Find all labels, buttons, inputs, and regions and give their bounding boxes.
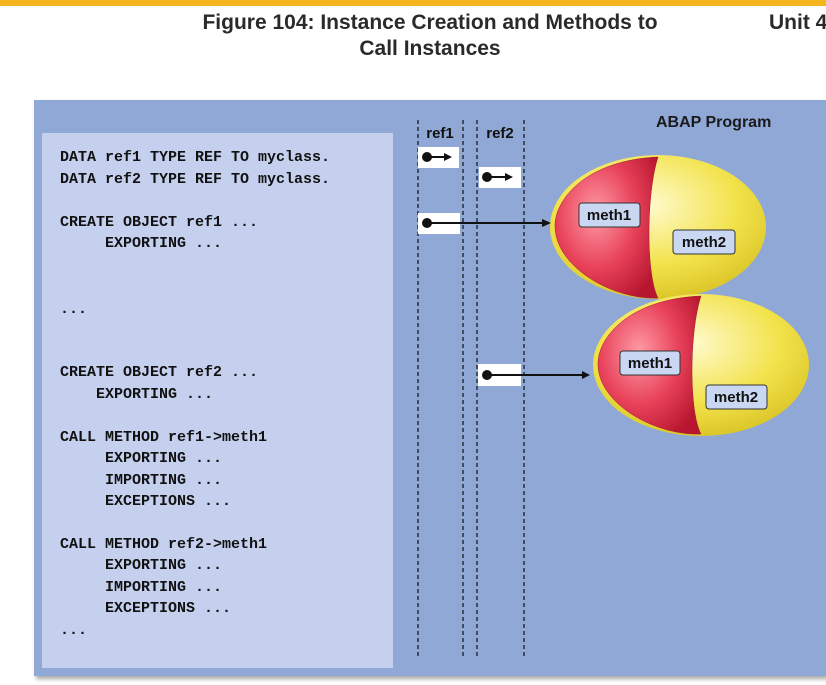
ref-column-dividers bbox=[417, 120, 525, 656]
code-line: EXCEPTIONS ... bbox=[60, 600, 232, 617]
code-line: CREATE OBJECT ref2 ... bbox=[60, 364, 259, 381]
object-instance-1 bbox=[550, 155, 766, 299]
code-line: CALL METHOD ref2->meth1 bbox=[60, 536, 268, 553]
ref2-pointer bbox=[478, 364, 590, 386]
code-line: ... bbox=[60, 301, 88, 318]
ref2-null-reference bbox=[479, 167, 521, 188]
ref2-column-label: ref2 bbox=[486, 125, 514, 142]
code-line: EXPORTING ... bbox=[60, 450, 223, 467]
object1-method-b: meth2 bbox=[672, 229, 736, 255]
ref1-null-reference bbox=[418, 147, 459, 168]
object2-method-b: meth2 bbox=[705, 384, 768, 410]
code-line: EXPORTING ... bbox=[60, 557, 223, 574]
code-line: EXPORTING ... bbox=[60, 386, 214, 403]
object2-method-b-label: meth2 bbox=[714, 389, 758, 406]
code-line: CALL METHOD ref1->meth1 bbox=[60, 429, 268, 446]
unit-label: Unit 4 bbox=[769, 11, 826, 34]
code-line: DATA ref2 TYPE REF TO myclass. bbox=[60, 171, 331, 188]
object1-method-a: meth1 bbox=[578, 202, 641, 228]
code-line: EXPORTING ... bbox=[60, 235, 223, 252]
ref1-pointer bbox=[418, 213, 551, 234]
accent-bar bbox=[0, 0, 826, 6]
code-box: DATA ref1 TYPE REF TO myclass. DATA ref2… bbox=[42, 133, 393, 668]
object2-method-a: meth1 bbox=[619, 350, 681, 376]
reference-diagram: ref1 ref2 meth1 bbox=[417, 120, 809, 656]
code-line: DATA ref1 TYPE REF TO myclass. bbox=[60, 149, 331, 166]
figure-title-line1: Figure 104: Instance Creation and Method… bbox=[202, 11, 658, 34]
code-line: IMPORTING ... bbox=[60, 579, 223, 596]
code-line: IMPORTING ... bbox=[60, 472, 223, 489]
code-line: CREATE OBJECT ref1 ... bbox=[60, 214, 259, 231]
code-line: ... bbox=[60, 622, 88, 639]
ref1-column-label: ref1 bbox=[426, 125, 454, 142]
code-line: EXCEPTIONS ... bbox=[60, 493, 232, 510]
object1-method-a-label: meth1 bbox=[587, 207, 631, 224]
figure-title: Figure 104: Instance Creation and Method… bbox=[170, 10, 690, 62]
figure-title-line2: Call Instances bbox=[359, 37, 501, 60]
object1-method-b-label: meth2 bbox=[682, 234, 726, 251]
abap-program-label: ABAP Program bbox=[656, 114, 772, 131]
object2-method-a-label: meth1 bbox=[628, 355, 672, 372]
diagram-panel: ABAP Program DATA ref1 TYPE REF TO mycla… bbox=[34, 100, 826, 676]
